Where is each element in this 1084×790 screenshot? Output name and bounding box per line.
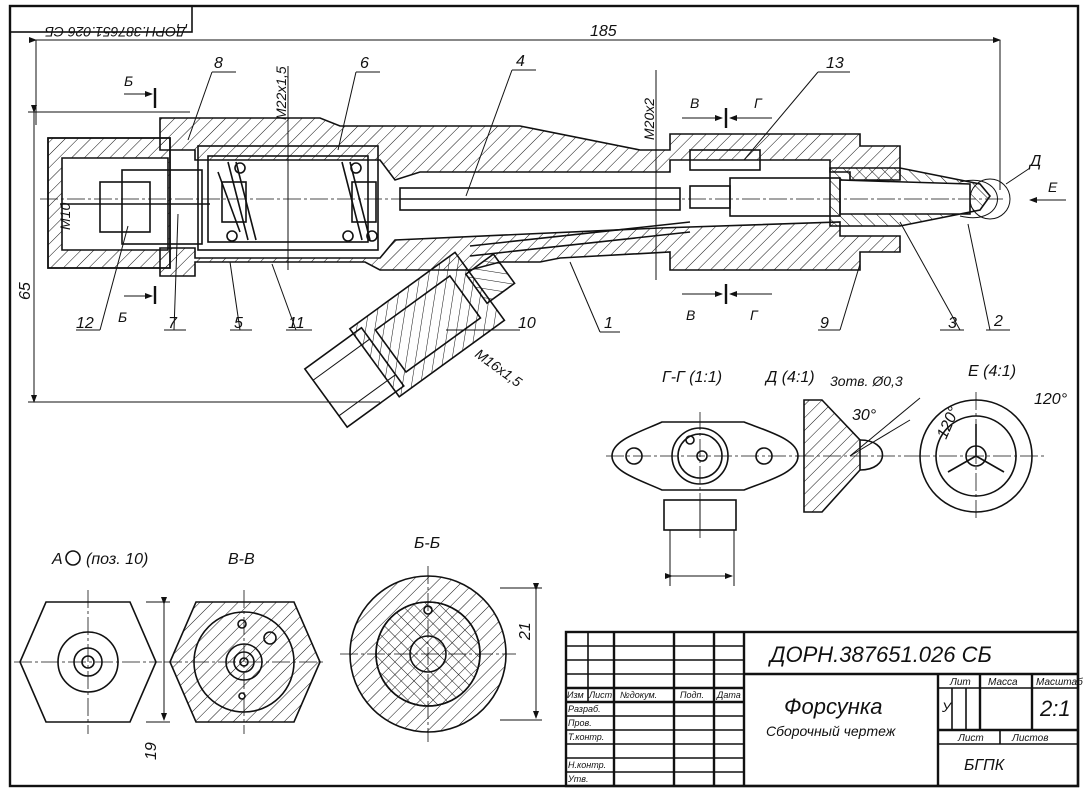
part-9: 9 [820,315,829,332]
designation: ДОРН.387651.026 СБ [767,642,992,667]
hdr-doc: №докум. [620,690,657,700]
part-10: 10 [518,315,536,332]
part-13: 13 [826,55,844,72]
corner-stamp: ДОРН.387651.026 СБ [9,5,193,40]
thread-m10: M10 [57,203,73,230]
row-check: Пров. [568,718,592,728]
row-approve: Утв. [567,774,588,784]
view-a: А (поз. 10) 19 [14,550,170,760]
scale-value: 2:1 [1039,696,1071,721]
thread-m16: M16x1,5 [472,345,525,390]
angle-120-a: 120° [934,404,963,442]
dim-21: 21 [517,622,534,641]
part-2: 2 [993,313,1003,330]
main-section-view: 185 65 M10 [17,23,1066,429]
title-d: Д (4:1) [764,369,815,386]
col-mass: Масса [988,677,1018,688]
title-vv: В-В [228,551,255,568]
mark-g-top: Г [754,95,763,111]
part-6: 6 [360,55,369,72]
letter-u: У [941,699,953,715]
title-a-note: (поз. 10) [86,551,148,568]
view-e: Е (4:1) 120° 120° [912,363,1068,520]
mark-d: Д [1028,153,1041,170]
mark-g-bottom: Г [750,307,759,323]
title-gg: Г-Г (1:1) [662,369,722,386]
hdr-sign: Подп. [680,690,704,700]
part-12: 12 [76,315,94,332]
col-sheets: Листов [1011,733,1048,744]
col-scale: Масштаб [1036,676,1083,688]
col-lit: Лит [949,677,971,688]
dim-19: 19 [143,742,160,760]
section-vv: В-В [164,551,326,734]
thread-m22: M22x1,5 [273,66,289,120]
label-holes: 3отв. Ø0,3 [830,373,903,389]
part-4: 4 [516,53,525,70]
row-tcontrol: Т.контр. [568,732,604,742]
title-bb: Б-Б [414,535,440,552]
doc-type: Сборочный чертеж [766,723,897,739]
mark-b-bottom: Б [118,309,127,325]
dim-185: 185 [590,23,617,40]
part-11: 11 [288,315,305,332]
angle-30: 30° [852,407,877,424]
part-8: 8 [214,55,223,72]
title-e: Е (4:1) [968,363,1016,380]
section-bb: Б-Б 21 [340,535,542,742]
mark-v-top: В [690,95,699,111]
section-gg: Г-Г (1:1) [606,369,800,586]
col-sheet: Лист [957,733,984,744]
row-ncontrol: Н.контр. [568,760,606,770]
hdr-date: Дата [716,690,741,700]
hdr-izm: Изм [567,690,584,700]
corner-stamp-text: ДОРН.387651.026 СБ [45,24,188,40]
angle-120-b: 120° [1034,391,1068,408]
product-name: Форсунка [784,694,882,719]
row-dev: Разраб. [568,704,601,714]
part-7: 7 [168,315,178,332]
organization: БГПК [964,757,1006,774]
mark-b-top: Б [124,73,133,89]
part-3: 3 [948,315,957,332]
part-5: 5 [234,315,243,332]
title-block: Изм Лист №докум. Подп. Дата Разраб. Пров… [564,630,1083,788]
mark-e: Е [1048,179,1058,195]
mark-v-bottom: В [686,307,695,323]
title-a: А [51,551,63,568]
part-1: 1 [604,315,613,332]
dim-65: 65 [17,282,34,300]
thread-m20: M20x2 [641,98,657,140]
sheet-frame [8,4,1080,788]
hdr-list: Лист [588,690,613,700]
view-d: Д (4:1) 3отв. Ø0,3 30° [764,369,921,513]
